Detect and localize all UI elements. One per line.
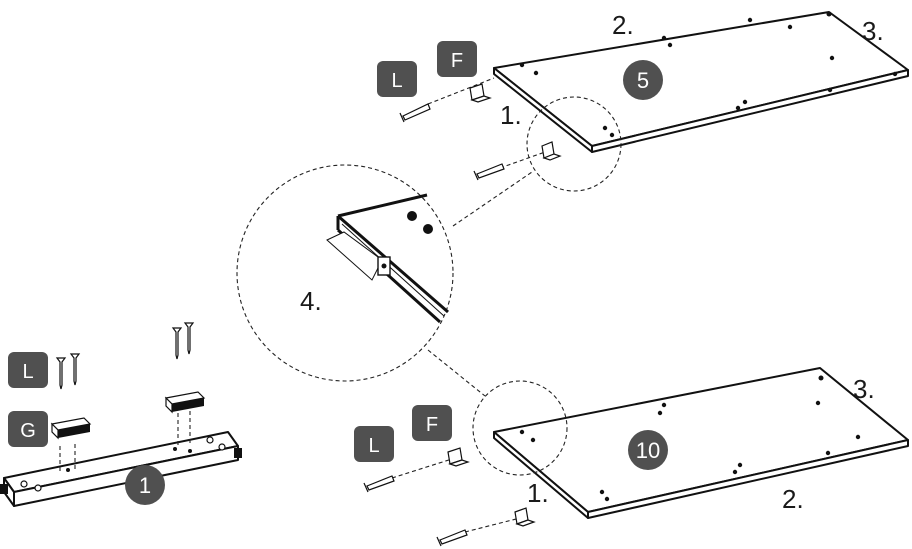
screw-icon xyxy=(55,357,67,390)
bracket-icon xyxy=(469,83,492,103)
hardware-badge-l-top: L xyxy=(377,61,417,97)
screw-icon xyxy=(363,475,395,493)
part-badge-5: 5 xyxy=(623,60,663,100)
step-label-2-bottom: 2. xyxy=(782,484,804,514)
step-label-1-bottom: 1. xyxy=(527,478,549,508)
step-label-3-bottom: 3. xyxy=(853,374,875,404)
svg-text:10: 10 xyxy=(636,438,660,463)
rail-holes xyxy=(20,436,226,492)
screw-icon xyxy=(171,327,183,360)
screw-icon xyxy=(473,163,505,181)
svg-text:1: 1 xyxy=(139,473,151,498)
hardware-badge-f-top: F xyxy=(437,41,477,77)
screw-icon xyxy=(436,529,468,547)
panel-10 xyxy=(493,367,909,519)
svg-text:5: 5 xyxy=(637,68,649,93)
bracket-icon xyxy=(541,141,562,161)
bottom-hardware xyxy=(363,447,536,547)
step-label-2-top: 2. xyxy=(612,10,634,40)
svg-text:F: F xyxy=(451,50,463,72)
part-badge-1: 1 xyxy=(125,465,165,505)
svg-text:L: L xyxy=(368,435,379,457)
part-badge-10: 10 xyxy=(628,430,668,470)
svg-text:F: F xyxy=(426,414,438,436)
hardware-badge-l-rail: L xyxy=(8,352,48,388)
panel-10-holes xyxy=(519,375,861,502)
step-label-1-top: 1. xyxy=(500,100,522,130)
screw-icon xyxy=(399,103,431,123)
svg-text:L: L xyxy=(22,361,33,383)
block-icon xyxy=(50,417,92,440)
screw-icon xyxy=(69,353,81,386)
block-icon xyxy=(164,391,206,414)
rail-1 xyxy=(0,404,242,507)
step-label-3-top: 3. xyxy=(862,16,884,46)
detail-callout xyxy=(236,96,622,476)
svg-text:G: G xyxy=(20,420,36,442)
hardware-badge-g-rail: G xyxy=(8,411,48,447)
bracket-icon xyxy=(447,447,470,467)
detail-bracket xyxy=(326,231,391,281)
panel-5 xyxy=(493,11,909,153)
svg-text:L: L xyxy=(391,70,402,92)
panel-5-holes xyxy=(519,11,898,138)
top-hardware xyxy=(399,77,562,181)
screw-icon xyxy=(183,322,195,355)
step-label-4: 4. xyxy=(300,286,322,316)
bracket-icon xyxy=(514,507,536,527)
hardware-badge-l-bottom: L xyxy=(354,426,394,462)
hardware-badge-f-bottom: F xyxy=(412,405,452,441)
